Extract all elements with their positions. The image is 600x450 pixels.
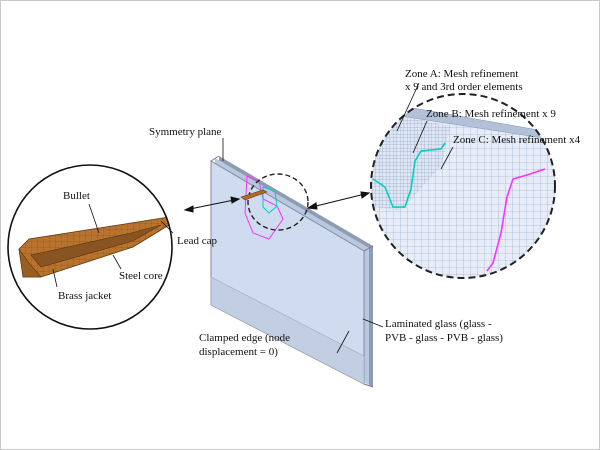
zone-a-mesh-outline [372, 142, 446, 208]
label-clamped-edge-line2: displacement = 0) [199, 346, 278, 358]
label-clamped-edge-line1: Clamped edge (node [199, 332, 290, 344]
steel-core [30, 224, 162, 268]
zone-a-outline [262, 186, 278, 214]
bullet-circle [7, 164, 173, 330]
impact-zone-circle [247, 173, 309, 231]
label-bullet: Bullet [63, 190, 90, 202]
mesh-zoom-detail [370, 93, 556, 279]
label-zone-c: Zone C: Mesh refinement x4 [453, 134, 581, 146]
bullet-detail [7, 164, 173, 330]
bullet-at-impact [240, 189, 268, 201]
glass-plate [210, 155, 374, 388]
label-laminated-line1: Laminated glass (glass - [385, 318, 492, 330]
label-laminated-line2: PVB - glass - PVB - glass) [385, 332, 503, 344]
zone-c-mesh-outline [486, 168, 546, 272]
lead-cap-shape [169, 213, 172, 225]
label-brass-jacket: Brass jacket [58, 290, 111, 302]
label-steel-core: Steel core [119, 270, 163, 282]
zone-c-outline [244, 175, 284, 240]
label-zone-a-line2: x 9 and 3rd order elements [405, 81, 523, 93]
label-zone-b: Zone B: Mesh refinement x 9 [426, 108, 556, 120]
label-lead-cap: Lead cap [177, 235, 217, 247]
label-zone-a-line1: Zone A: Mesh refinement [405, 68, 518, 80]
zoom-circle [370, 93, 556, 279]
clamped-edge-band [210, 276, 365, 385]
label-symmetry-plane: Symmetry plane [149, 126, 222, 138]
connector-arrows [183, 191, 371, 213]
leader-lines [52, 82, 454, 354]
